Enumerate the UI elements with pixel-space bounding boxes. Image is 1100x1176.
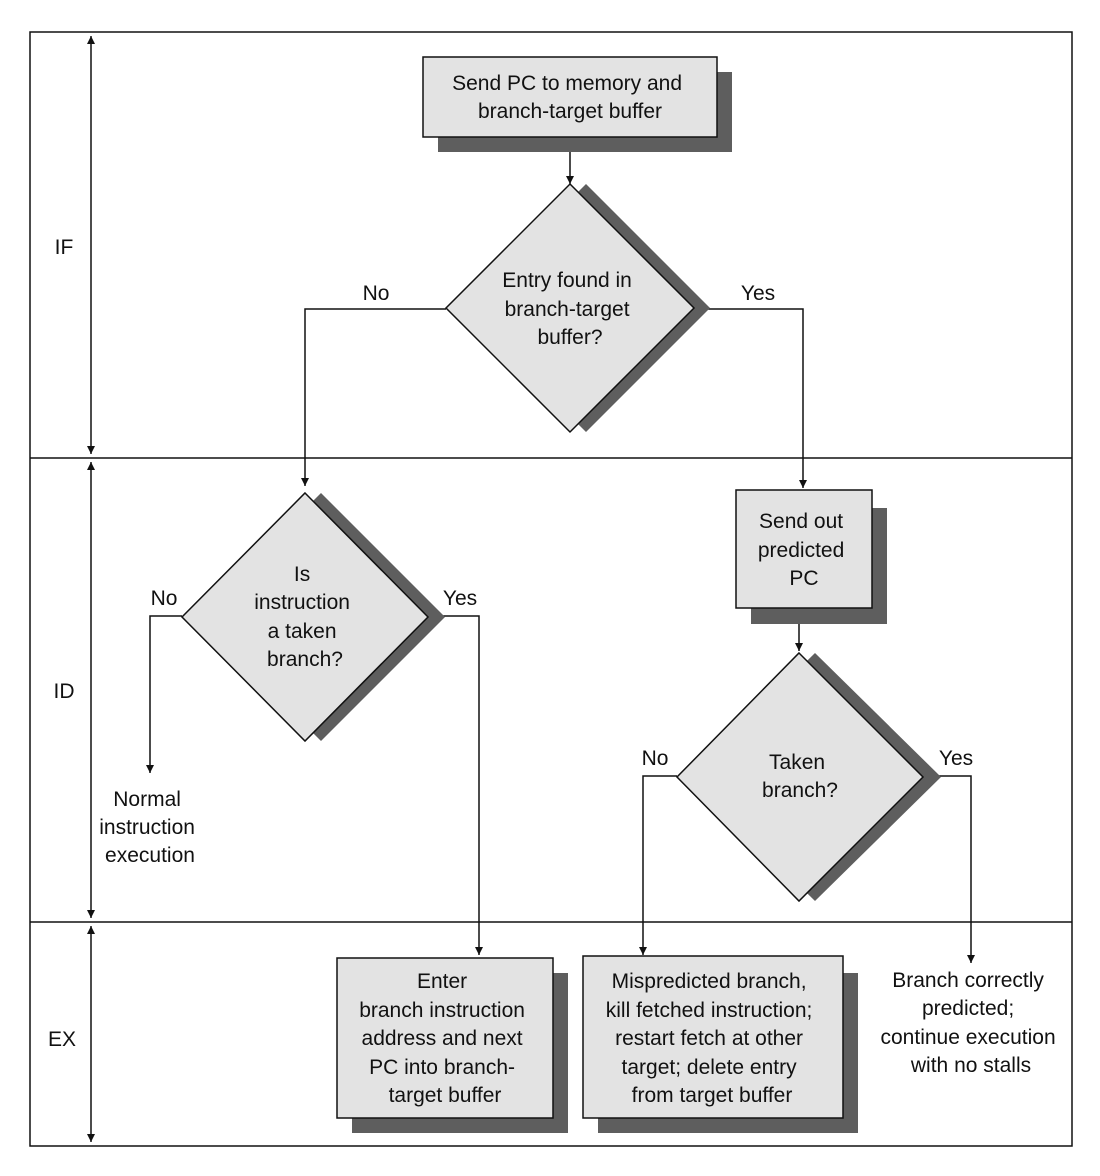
diagram-frame bbox=[29, 31, 1073, 1147]
mispredicted-line: from target buffer bbox=[632, 1084, 793, 1107]
entry-found-text: Entry found in branch-target buffer? bbox=[502, 269, 637, 349]
correct-line: Branch correctly bbox=[892, 969, 1044, 992]
enter-branch-line: branch instruction bbox=[359, 999, 525, 1022]
is-taken-line: Is bbox=[294, 563, 310, 586]
connector-tb-yes bbox=[923, 775, 975, 963]
correct-line: predicted; bbox=[922, 997, 1014, 1020]
enter-branch-line: address and next bbox=[362, 1027, 523, 1050]
normal-exec-line: execution bbox=[105, 844, 195, 867]
is-taken-line: a taken bbox=[268, 620, 337, 643]
send-predicted-line: predicted bbox=[758, 539, 844, 562]
send-predicted-line: PC bbox=[789, 567, 818, 590]
send-pc-line: branch-target buffer bbox=[478, 100, 662, 123]
taken-branch-decision bbox=[675, 651, 925, 903]
entry-found-line: branch-target bbox=[505, 298, 630, 321]
taken-branch-line: branch? bbox=[762, 779, 838, 802]
is-taken-line: branch? bbox=[267, 648, 343, 671]
normal-exec-line: Normal bbox=[113, 788, 181, 811]
mispredicted-line: Mispredicted branch, bbox=[612, 970, 807, 993]
is-taken-line: instruction bbox=[254, 591, 350, 614]
edge-label-entry-yes: Yes bbox=[741, 282, 775, 305]
correct-line: continue execution bbox=[881, 1026, 1056, 1049]
enter-branch-line: target buffer bbox=[389, 1084, 502, 1107]
is-taken-decision bbox=[180, 491, 430, 743]
stage-label-if: IF bbox=[55, 236, 74, 259]
mispredicted-line: restart fetch at other bbox=[615, 1027, 803, 1050]
normal-exec-line: instruction bbox=[99, 816, 195, 839]
send-pc-line: Send PC to memory and bbox=[452, 72, 682, 95]
stage-label-ex: EX bbox=[48, 1028, 76, 1051]
connector-taken-yes bbox=[428, 615, 483, 955]
correct-text: Branch correctly predicted; continue exe… bbox=[881, 969, 1062, 1077]
edge-label-taken-yes: Yes bbox=[443, 587, 477, 610]
enter-branch-box bbox=[336, 957, 554, 1119]
edge-label-taken-no: No bbox=[151, 587, 178, 610]
mispredicted-line: kill fetched instruction; bbox=[606, 999, 813, 1022]
send-predicted-box bbox=[735, 489, 873, 609]
send-pc-box bbox=[422, 56, 718, 138]
connector-taken-no bbox=[146, 615, 182, 773]
send-pc-text: Send PC to memory and branch-target buff… bbox=[452, 72, 688, 123]
entry-found-line: Entry found in bbox=[502, 269, 632, 292]
mispredicted-text: Mispredicted branch, kill fetched instru… bbox=[606, 970, 818, 1107]
enter-branch-line: Enter bbox=[417, 970, 467, 993]
taken-branch-line: Taken bbox=[769, 751, 825, 774]
send-predicted-text: Send out predicted PC bbox=[758, 510, 850, 590]
send-predicted-line: Send out bbox=[759, 510, 843, 533]
taken-branch-text: Taken branch? bbox=[762, 751, 838, 802]
edge-label-tb-yes: Yes bbox=[939, 747, 973, 770]
enter-branch-text: Enter branch instruction address and nex… bbox=[359, 970, 531, 1107]
connector-tb-no bbox=[639, 775, 677, 955]
correct-line: with no stalls bbox=[910, 1054, 1031, 1077]
normal-exec-text: Normal instruction execution bbox=[99, 788, 201, 867]
mispredicted-box bbox=[582, 955, 844, 1119]
stage-label-id: ID bbox=[54, 680, 75, 703]
edge-label-tb-no: No bbox=[642, 747, 669, 770]
enter-branch-line: PC into branch- bbox=[369, 1056, 515, 1079]
edge-label-entry-no: No bbox=[363, 282, 390, 305]
entry-found-decision bbox=[444, 182, 696, 434]
entry-found-line: buffer? bbox=[538, 326, 603, 349]
connector-entry-yes bbox=[694, 308, 807, 488]
is-taken-text: Is instruction a taken branch? bbox=[254, 563, 356, 671]
connector-entry-no bbox=[301, 308, 446, 486]
shapes bbox=[180, 56, 925, 1119]
mispredicted-line: target; delete entry bbox=[622, 1056, 798, 1079]
